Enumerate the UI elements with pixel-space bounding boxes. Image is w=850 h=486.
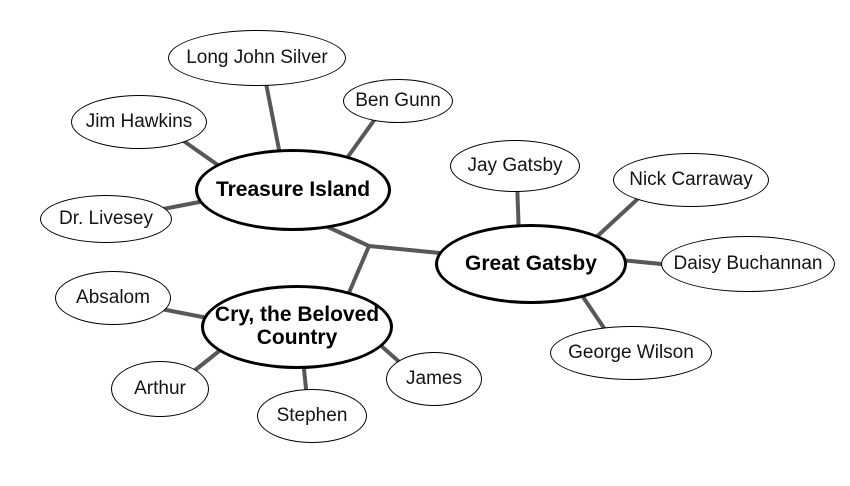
node-label-line: James [406,367,462,389]
node-absalom[interactable]: Absalom [55,271,171,325]
node-great-gatsby[interactable]: Great Gatsby [435,224,627,304]
node-label-line: Jay Gatsby [467,154,563,176]
node-label-line: Dr. Livesey [59,207,153,229]
node-george-wilson[interactable]: George Wilson [550,326,712,380]
node-nick-carraway[interactable]: Nick Carraway [613,153,769,207]
node-label-line: Ben Gunn [355,89,441,111]
node-jay-gatsby[interactable]: Jay Gatsby [450,140,580,192]
node-label: Ben Gunn [355,89,441,112]
node-ben-gunn[interactable]: Ben Gunn [343,79,453,123]
node-label: Stephen [276,404,348,427]
node-label: James [406,367,462,390]
node-treasure-island[interactable]: Treasure Island [195,149,391,231]
node-label-line: Stephen [276,404,348,426]
node-label: Absalom [76,286,150,309]
node-arthur[interactable]: Arthur [111,361,209,417]
node-label: Arthur [134,377,186,400]
node-stephen[interactable]: Stephen [257,389,367,443]
node-label-line: Treasure Island [215,177,371,201]
node-label-line: George Wilson [568,341,694,363]
node-label: Great Gatsby [465,251,597,276]
node-label-line: Daisy Buchannan [673,252,823,274]
node-dr-livesey[interactable]: Dr. Livesey [40,195,172,243]
node-label: Long John Silver [186,46,328,69]
node-long-john-silver[interactable]: Long John Silver [168,30,346,86]
node-label-line: Country [256,326,338,349]
node-label: Nick Carraway [629,168,753,191]
node-label-line: Absalom [76,286,150,308]
node-james[interactable]: James [386,352,482,406]
node-label-line: Cry, the Beloved [214,303,380,327]
node-label-line: Long John Silver [186,46,328,68]
node-daisy-buchannan[interactable]: Daisy Buchannan [661,236,835,292]
node-label-line: Great Gatsby [465,251,597,275]
node-label: Jay Gatsby [467,154,563,177]
node-label-line: Arthur [134,377,186,399]
node-label: Daisy Buchannan [673,252,823,275]
node-label: Jim Hawkins [85,110,193,133]
node-label: George Wilson [568,341,694,364]
node-label: Treasure Island [215,177,371,202]
node-label: Dr. Livesey [59,207,153,230]
node-label-line: Jim Hawkins [85,110,193,132]
node-jim-hawkins[interactable]: Jim Hawkins [71,95,207,149]
node-label-line: Nick Carraway [629,168,753,190]
